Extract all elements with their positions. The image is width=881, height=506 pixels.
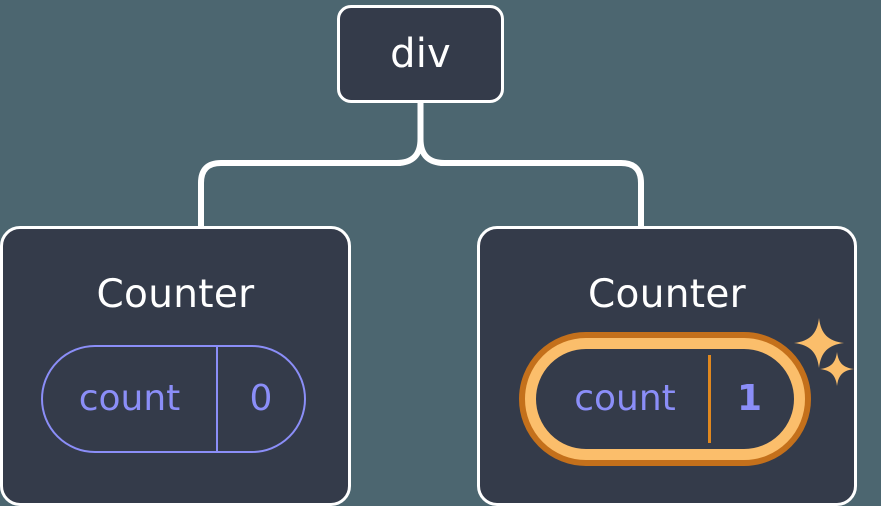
connector-branch-left bbox=[198, 160, 403, 232]
node-counter-right-title: Counter bbox=[588, 272, 746, 317]
state-pill-left-value: 0 bbox=[249, 378, 273, 419]
node-counter-left-title: Counter bbox=[96, 272, 255, 317]
state-pill-left-key: count bbox=[43, 347, 218, 451]
highlight-ring-inner bbox=[525, 338, 805, 460]
diagram-canvas: div Counter count 0 Counter count 1 bbox=[0, 5, 857, 506]
state-pill-count-left[interactable]: count 0 bbox=[41, 345, 306, 453]
connector-stem-mirror bbox=[417, 100, 448, 166]
connector-branch-right bbox=[438, 160, 644, 232]
sparkle-large-icon bbox=[794, 318, 844, 368]
state-pill-right-content: count 1 bbox=[542, 355, 788, 443]
state-pill-count-right-highlighted[interactable]: count 1 bbox=[519, 332, 811, 466]
node-div[interactable]: div bbox=[337, 5, 504, 103]
node-div-label: div bbox=[390, 31, 451, 77]
sparkle-small-icon bbox=[820, 352, 854, 386]
state-pill-right-key: count bbox=[542, 355, 711, 443]
state-pill-right-value: 1 bbox=[736, 378, 763, 419]
connector-stem bbox=[393, 100, 424, 166]
